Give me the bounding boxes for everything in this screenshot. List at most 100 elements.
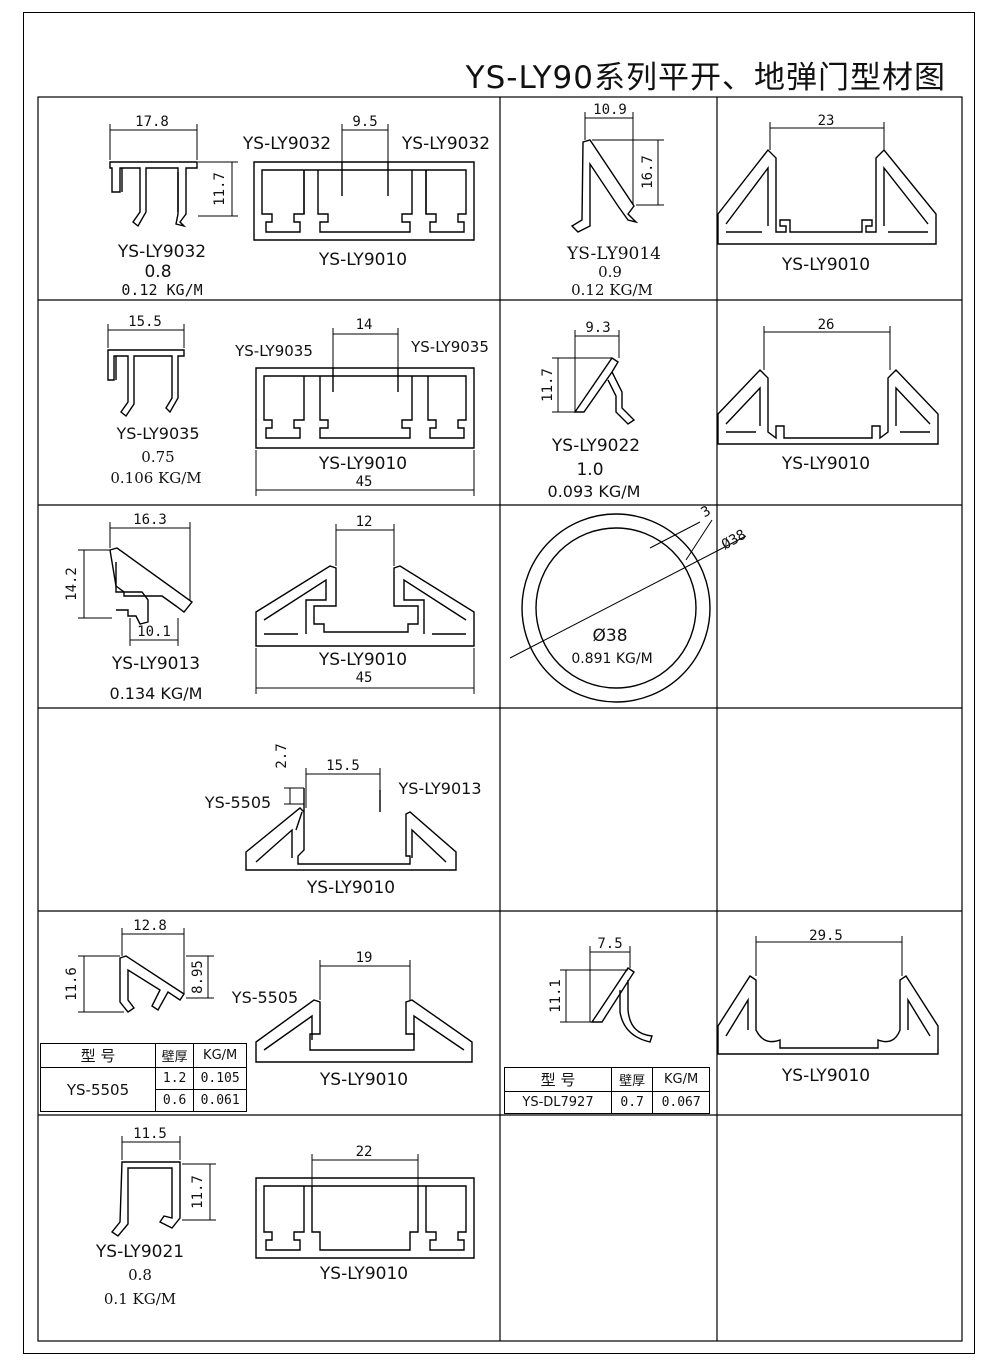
weight: 0.134 KG/M <box>109 684 203 703</box>
weight: 0.106 KG/M <box>110 469 202 487</box>
frame-name: YS-LY9010 <box>318 250 408 270</box>
left-part-name: YS-LY9032 <box>242 134 332 154</box>
profile-ys-ly9035 <box>107 349 185 418</box>
dim-offset: 2.7 <box>274 743 290 769</box>
frame-name: YS-LY9010 <box>781 454 871 474</box>
dim-gap: 14 <box>355 317 373 333</box>
dim-gap: 23 <box>817 113 835 129</box>
dim-height: 11.7 <box>540 368 556 402</box>
dim-width: 16.3 <box>133 512 167 528</box>
dim-gap: 12 <box>355 514 373 530</box>
part-number: YS-LY9014 <box>567 244 661 264</box>
profile-ys-ly9022 <box>573 357 636 425</box>
wall-cell: 0.6 <box>154 1089 195 1112</box>
profile-ys-ly9014 <box>570 139 639 233</box>
kg-cell: 0.061 <box>193 1089 247 1112</box>
header-wall: 壁厚 <box>154 1043 195 1068</box>
part-number: YS-LY9032 <box>117 242 207 262</box>
right-part-name: YS-LY9032 <box>401 134 491 154</box>
frame-ys-ly9010-r1a <box>253 161 475 241</box>
header-model: 型 号 <box>40 1043 156 1068</box>
frame-name: YS-LY9010 <box>319 1264 409 1284</box>
weight: 0.12 KG/M <box>121 281 203 299</box>
kg-cell: 0.105 <box>193 1067 247 1090</box>
model-cell: YS-DL7927 <box>504 1091 612 1114</box>
dim-height: 11.1 <box>548 979 564 1013</box>
spec-table-ys-5505: 型 号 壁厚 KG/M YS-5505 1.2 0.105 0.6 0.061 <box>40 1043 247 1112</box>
part-number: YS-LY9035 <box>116 424 200 443</box>
frame-name: YS-LY9010 <box>318 454 408 474</box>
profile-ys-ly9021 <box>110 1161 181 1237</box>
model-cell: YS-5505 <box>40 1067 156 1112</box>
dim-height: 11.6 <box>64 967 80 1001</box>
profile-ys-5505 <box>119 955 185 1013</box>
part-number: YS-LY9022 <box>551 436 641 456</box>
frame-name: YS-LY9010 <box>306 878 396 898</box>
profile-ys-ly9032 <box>109 161 198 228</box>
header-kg: KG/M <box>652 1067 710 1092</box>
part-number: YS-LY9013 <box>111 654 201 674</box>
weight: 0.12 KG/M <box>571 281 653 299</box>
tube-diameter: Ø38 <box>592 626 628 646</box>
right-part-name: YS-LY9013 <box>398 779 482 798</box>
tube-ys-38 <box>509 513 747 703</box>
kg-cell: 0.067 <box>652 1091 710 1114</box>
right-part-name: YS-LY9035 <box>411 338 489 356</box>
wall-cell: 1.2 <box>154 1067 195 1090</box>
frame-name: YS-LY9010 <box>319 1070 409 1090</box>
dim-gap: 22 <box>355 1144 373 1160</box>
dim-width: 15.5 <box>128 314 162 330</box>
dim-width: 11.5 <box>133 1126 167 1142</box>
dim-gap: 9.5 <box>352 114 378 130</box>
left-part-name: YS-5505 <box>204 793 272 812</box>
dim-overall-width: 45 <box>355 474 373 490</box>
frame-ys-ly9010-r5c <box>717 975 939 1055</box>
weight: 0.891 KG/M <box>571 651 653 667</box>
frame-ys-ly9010-r2a <box>255 367 475 449</box>
wall-thickness: 0.8 <box>128 1266 152 1284</box>
part-number: YS-LY9021 <box>95 1242 185 1262</box>
dim-height: 16.7 <box>640 155 656 189</box>
weight: 0.093 KG/M <box>547 482 641 501</box>
dim-width: 12.8 <box>133 918 167 934</box>
dim-gap: 15.5 <box>326 758 360 774</box>
dim-width: 10.9 <box>593 102 627 118</box>
wall-thickness: 1.0 <box>576 460 604 480</box>
frame-name: YS-LY9010 <box>781 1066 871 1086</box>
dim-gap: 29.5 <box>809 928 843 944</box>
dim-width: 7.5 <box>597 936 623 952</box>
dim-height: 11.7 <box>212 172 228 206</box>
wall-cell: 0.7 <box>610 1091 654 1114</box>
drawing-frame <box>23 12 975 1354</box>
left-part-name: YS-LY9035 <box>235 342 313 360</box>
frame-name: YS-LY9010 <box>781 255 871 275</box>
dim-base: 10.1 <box>137 624 171 640</box>
profile-ys-dl7927 <box>590 967 653 1043</box>
spec-table-ys-dl7927: 型 号 壁厚 KG/M YS-DL7927 0.7 0.067 <box>504 1067 710 1114</box>
header-model: 型 号 <box>504 1067 612 1092</box>
assembly-ys-5505-r4a <box>245 788 457 871</box>
header-kg: KG/M <box>193 1043 247 1068</box>
dim-width: 17.8 <box>135 114 169 130</box>
weight: 0.1 KG/M <box>103 1290 177 1308</box>
dim-height: 14.2 <box>64 567 80 601</box>
left-part-name: YS-5505 <box>231 988 299 1007</box>
frame-ys-ly9010-r3a <box>255 565 475 647</box>
profile-ys-ly9013 <box>109 547 194 625</box>
frame-name: YS-LY9010 <box>318 650 408 670</box>
header-wall: 壁厚 <box>610 1067 654 1092</box>
frame-ys-ly9010-r6a <box>255 1177 475 1259</box>
wall-thickness: 0.9 <box>598 263 622 281</box>
frame-ys-ly9010-r1c <box>717 148 937 245</box>
dim-gap: 26 <box>817 317 835 333</box>
wall-thickness: 0.8 <box>144 262 172 282</box>
dim-height-inner: 8.95 <box>190 960 206 994</box>
dim-height: 11.7 <box>190 1175 206 1209</box>
wall-thickness: 0.75 <box>141 448 175 466</box>
page-title: YS-LY90系列平开、地弹门型材图 <box>465 60 946 96</box>
frame-ys-ly9010-r5a <box>255 999 473 1063</box>
frame-ys-ly9010-r2c <box>717 368 939 445</box>
dim-gap: 19 <box>355 950 373 966</box>
